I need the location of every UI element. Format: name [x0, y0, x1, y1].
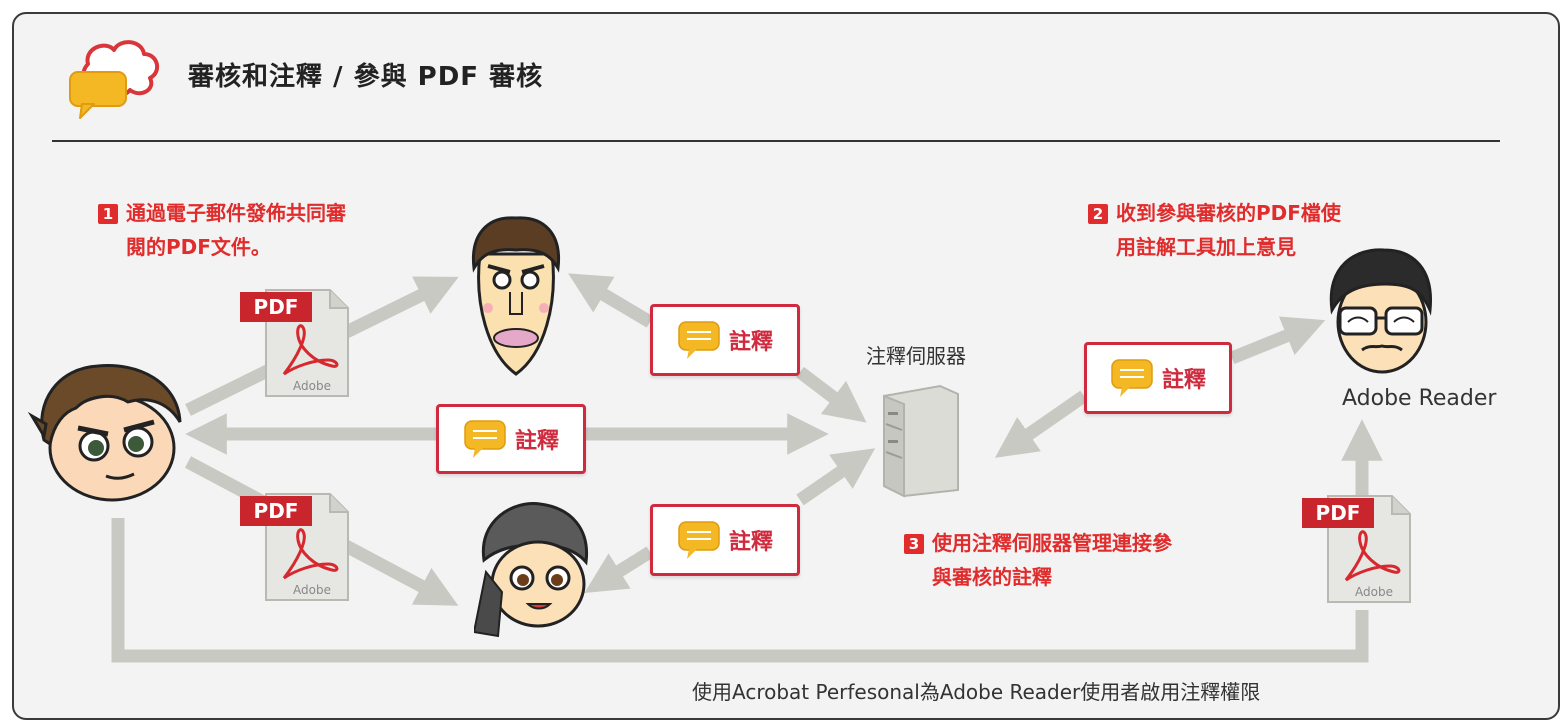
svg-text:Adobe: Adobe	[293, 583, 331, 597]
arrow-reviewer-a-to-server	[796, 366, 867, 423]
server-label: 注釋伺服器	[866, 344, 966, 368]
speech-bubble-icon	[678, 321, 720, 359]
arrow-server-to-reader	[994, 390, 1088, 458]
comment-box-reader: 註釋	[1084, 342, 1232, 414]
author-avatar-icon	[28, 363, 182, 502]
svg-text:PDF: PDF	[254, 499, 299, 523]
arrow-server-to-reviewer-b	[584, 546, 654, 594]
svg-text:PDF: PDF	[1316, 501, 1361, 525]
header-divider	[52, 140, 1500, 142]
step-3-number: 3	[904, 534, 924, 554]
pdf-document-icon: PDF Adobe	[240, 493, 349, 601]
comment-box-reviewer-a: 註釋	[650, 304, 800, 376]
reviewer-a-avatar-icon	[471, 216, 561, 376]
arrow-reviewer-b-to-server	[796, 448, 876, 506]
svg-text:PDF: PDF	[254, 295, 299, 319]
footer-note: 使用Acrobat Perfesonal為Adobe Reader使用者啟用注釋…	[692, 680, 1261, 704]
reviewer-b-avatar-icon	[474, 502, 589, 638]
pdf-document-icon: PDF Adobe	[1302, 495, 1411, 603]
comment-box-author: 註釋	[436, 404, 586, 474]
comment-server-icon	[883, 384, 959, 498]
speech-bubble-icon	[678, 521, 720, 559]
speech-bubble-icon	[464, 420, 506, 458]
enable-rights-path	[111, 518, 1369, 663]
comment-cloud-icon	[69, 40, 160, 119]
svg-text:Adobe: Adobe	[1355, 585, 1393, 599]
comment-box-reviewer-b: 註釋	[650, 504, 800, 576]
arrow-reader-path	[1229, 316, 1326, 365]
speech-bubble-icon	[1111, 359, 1153, 397]
step-1-number: 1	[98, 204, 118, 224]
pdf-document-icon: PDF Adobe	[240, 289, 349, 397]
reader-user-avatar-icon	[1329, 248, 1432, 374]
arrow-server-to-reviewer-a	[568, 273, 654, 328]
svg-text:Adobe: Adobe	[293, 379, 331, 393]
page-title: 審核和注釋 / 參與 PDF 審核	[188, 62, 544, 92]
reader-label: Adobe Reader	[1342, 386, 1497, 411]
step-2-number: 2	[1088, 204, 1108, 224]
